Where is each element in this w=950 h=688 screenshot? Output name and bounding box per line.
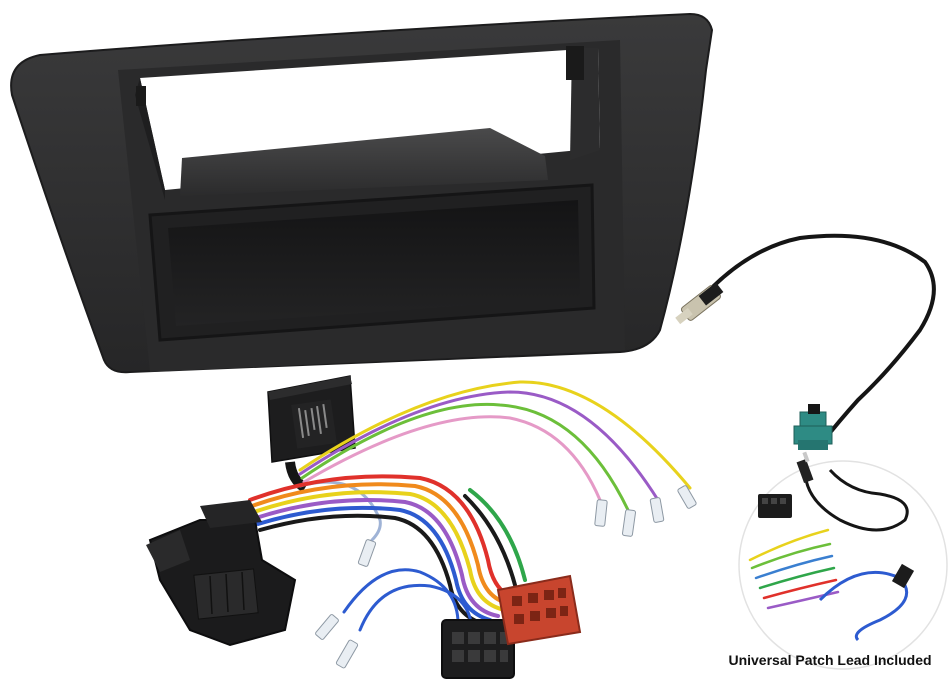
spade-terminals: [315, 485, 697, 669]
patch-lead-inset: [738, 451, 948, 670]
iso-connector-red: [496, 574, 582, 646]
quadlock-connector: [146, 500, 297, 647]
fascia-panel: [10, 12, 714, 374]
patch-lead-caption: Universal Patch Lead Included: [728, 652, 932, 668]
harness-wires: [248, 380, 692, 632]
interface-box: [267, 375, 356, 493]
aerial-adapter: [675, 233, 936, 450]
iso-connector-black: [441, 619, 515, 679]
